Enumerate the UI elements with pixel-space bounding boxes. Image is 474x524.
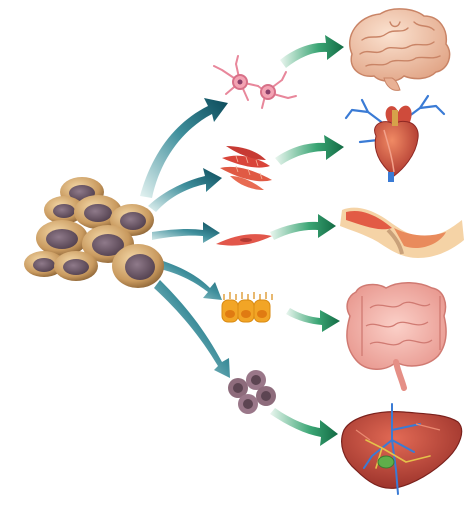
smooth-muscle-cell-icon	[216, 234, 272, 246]
epithelial-cells-icon	[221, 292, 273, 323]
arrow-to-arm	[270, 214, 336, 240]
source-arrows	[140, 98, 230, 378]
heart-icon	[344, 94, 446, 182]
stem-cells-icon	[24, 177, 164, 288]
arrow-to-smooth-muscle	[152, 222, 220, 243]
organ-arrows	[270, 35, 344, 446]
neuron-cells-icon	[213, 55, 297, 109]
intestine-icon	[346, 282, 447, 391]
brain-icon	[349, 8, 451, 91]
arrow-to-liver	[270, 408, 338, 446]
arm-muscle-icon	[340, 207, 464, 258]
cardiac-muscle-cells-icon	[220, 146, 272, 190]
liver-icon	[341, 403, 463, 495]
arrow-to-blood-cells	[154, 280, 230, 378]
arrow-to-brain	[280, 35, 344, 68]
arrow-to-intestine	[286, 308, 340, 332]
arrow-to-cardiac-cells	[148, 168, 222, 212]
blood-cells-icon	[228, 370, 276, 414]
arrow-to-neurons	[140, 98, 228, 198]
arrow-to-epithelial-cells	[156, 260, 222, 300]
arrow-to-heart	[275, 135, 344, 165]
